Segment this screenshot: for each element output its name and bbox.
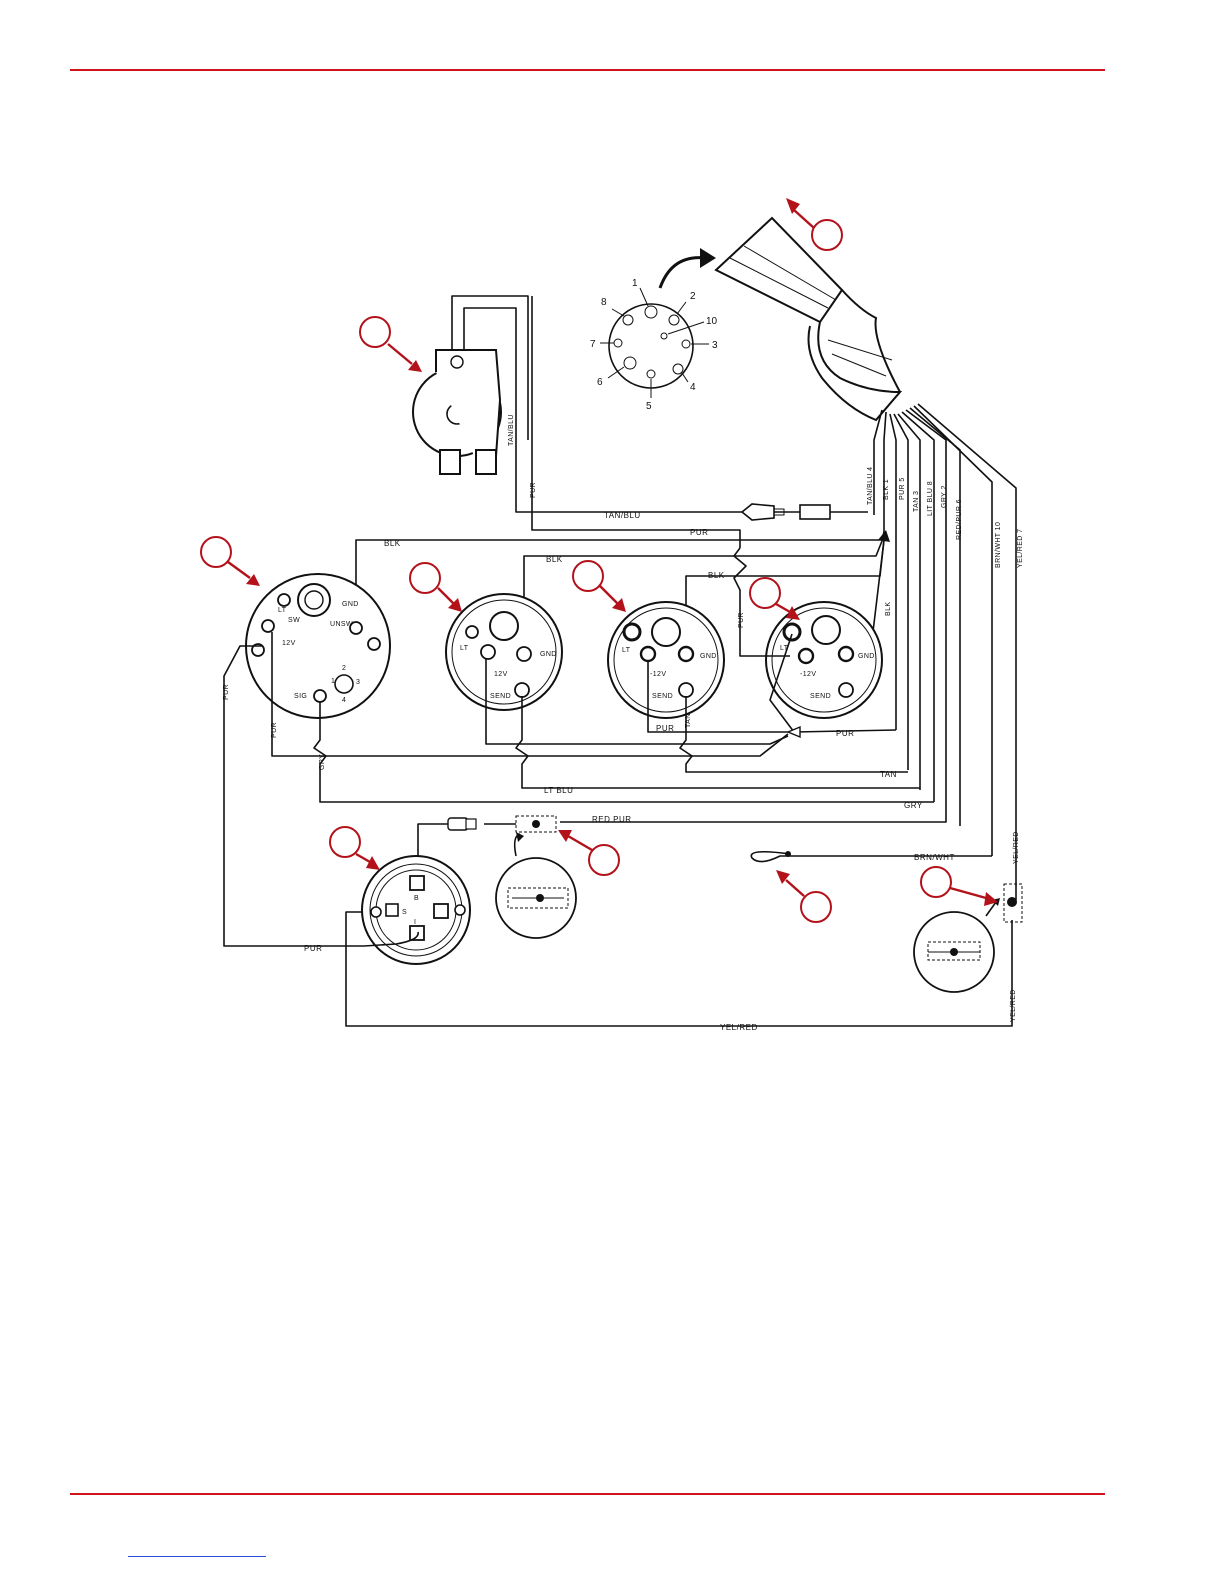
ignition-terminal-s: S [402, 909, 407, 916]
pin-1-label: 1 [632, 278, 638, 289]
gauge-3-terminal-send: SEND [810, 693, 831, 700]
harness-wire-yel-red-7: YEL/RED 7 [1017, 529, 1024, 568]
pin-10-label: 10 [706, 316, 718, 327]
wire-label-yel-red: YEL/RED [720, 1023, 758, 1032]
pin-3-label: 3 [712, 340, 718, 351]
harness-wire-fan [873, 403, 1017, 880]
wire-label-pur-mid: PUR [656, 724, 674, 733]
ignition-terminal-b: B [414, 895, 419, 902]
pin-7-label: 7 [590, 339, 596, 350]
wire-label-tan-vertical: TAN [685, 713, 692, 728]
pin-4-label: 4 [690, 382, 696, 393]
callout-ignition-switch [329, 826, 380, 870]
wire-label-lt-blu: LT BLU [544, 786, 573, 795]
ignition-terminal-i: I [414, 919, 416, 926]
tachometer [245, 573, 391, 719]
wire-label-gry-vertical: GRY [319, 754, 326, 770]
wire-label-tan: TAN [880, 770, 897, 779]
connector-pin-face: 1 2 3 4 5 6 7 8 10 [590, 248, 718, 412]
ignition-switch [361, 855, 471, 965]
pin-2-label: 2 [690, 291, 696, 302]
wire-label-blk-3: BLK [708, 571, 725, 580]
harness-wire-red-pur-6: RED/PUR 6 [956, 499, 963, 540]
wire-label-red-pur: RED PUR [592, 815, 632, 824]
wire-label-pur-bottom: PUR [304, 944, 322, 953]
gauge-3-terminal-12v: -12V [800, 671, 816, 678]
wire-label-tan-blu: TAN/BLU [604, 511, 641, 520]
gauge-1 [445, 593, 563, 711]
harness-wire-gry-2: GRY 2 [941, 485, 948, 508]
harness-wire-lit-blu-8: LIT BLU 8 [927, 481, 934, 516]
gauge-2-terminal-12v: -12V [650, 671, 666, 678]
tach-dial-3: 3 [356, 679, 360, 686]
harness-wire-tan-3: TAN 3 [913, 491, 920, 512]
tach-terminal-sig: SIG [294, 693, 307, 700]
header-rule [70, 69, 1105, 71]
pin-6-label: 6 [597, 377, 603, 388]
splice-detail-1 [495, 832, 577, 939]
gauge-1-terminal-12v: 12V [494, 671, 508, 678]
harness-plug [714, 216, 903, 422]
gauge-2 [607, 601, 725, 719]
wire-label-pur-tach: PUR [271, 722, 278, 738]
tach-dial-2: 2 [342, 665, 346, 672]
gauge-1-terminal-send: SEND [490, 693, 511, 700]
gauge-2-terminal-lt: LT [622, 647, 631, 654]
pin-5-label: 5 [646, 401, 652, 412]
tach-terminal-12v: 12V [282, 640, 296, 647]
wire-label-pur-right: PUR [836, 729, 854, 738]
callout-tachometer [200, 536, 260, 586]
gauge-1-terminal-lt: LT [460, 645, 469, 652]
butt-splice-yel-red [1003, 883, 1023, 923]
butt-splice-red-pur [447, 815, 557, 833]
footer-rule [70, 1493, 1105, 1495]
tach-terminal-lt: LT [278, 607, 287, 614]
wire-label-pur-vertical: PUR [530, 482, 537, 498]
gauge-3-terminal-lt: LT [780, 645, 789, 652]
tach-terminal-gnd: GND [342, 601, 359, 608]
tach-dial-4: 4 [342, 697, 346, 704]
wire-label-yel-red-lower: YEL/RED [1010, 989, 1017, 1022]
wire-label-brn-wht: BRN/WHT [914, 853, 955, 862]
wire-label-pur-gauge3: PUR [738, 612, 745, 628]
harness-wire-brn-wht-10: BRN/WHT 10 [995, 522, 1002, 568]
wire-label-blk-2: BLK [546, 555, 563, 564]
wire-label-tan-blu-vertical: TAN/BLU [508, 414, 515, 446]
callout-gauge-3 [749, 577, 800, 620]
tach-dial-1: 1 [331, 678, 335, 685]
gauge-2-terminal-send: SEND [652, 693, 673, 700]
wire-label-blk-1: BLK [384, 539, 401, 548]
gauge-1-terminal-gnd: GND [540, 651, 557, 658]
footer-link-underline[interactable] [128, 1556, 266, 1557]
harness-wire-tan-blu-4: TAN/BLU 4 [867, 467, 874, 505]
tach-terminal-unsw: UNSW [330, 621, 353, 628]
callout-splice-red-pur [558, 830, 620, 876]
bullet-connector [740, 503, 831, 521]
pin-8-label: 8 [601, 297, 607, 308]
callout-harness-plug [786, 198, 843, 251]
callout-ground [776, 870, 832, 923]
tach-terminal-sw: SW [288, 617, 300, 624]
wire-label-pur: PUR [690, 528, 708, 537]
callout-trim-sender [359, 316, 422, 372]
wire-label-pur-left: PUR [223, 684, 230, 700]
gauge-3-terminal-gnd: GND [858, 653, 875, 660]
gauge-3 [765, 601, 883, 719]
callout-gauge-2 [572, 560, 626, 612]
harness-wire-blk-1: BLK 1 [883, 479, 890, 500]
callout-splice-yel-red [920, 866, 998, 906]
trim-sender [412, 295, 868, 548]
splice-detail-2 [913, 898, 1000, 993]
wire-label-gry: GRY [904, 801, 923, 810]
wire-label-blk-4: BLK [885, 602, 892, 616]
wire-label-yel-red-top: YEL/RED [1013, 831, 1020, 864]
callout-gauge-1 [409, 562, 462, 612]
harness-wire-pur-5: PUR 5 [899, 477, 906, 500]
gauge-2-terminal-gnd: GND [700, 653, 717, 660]
